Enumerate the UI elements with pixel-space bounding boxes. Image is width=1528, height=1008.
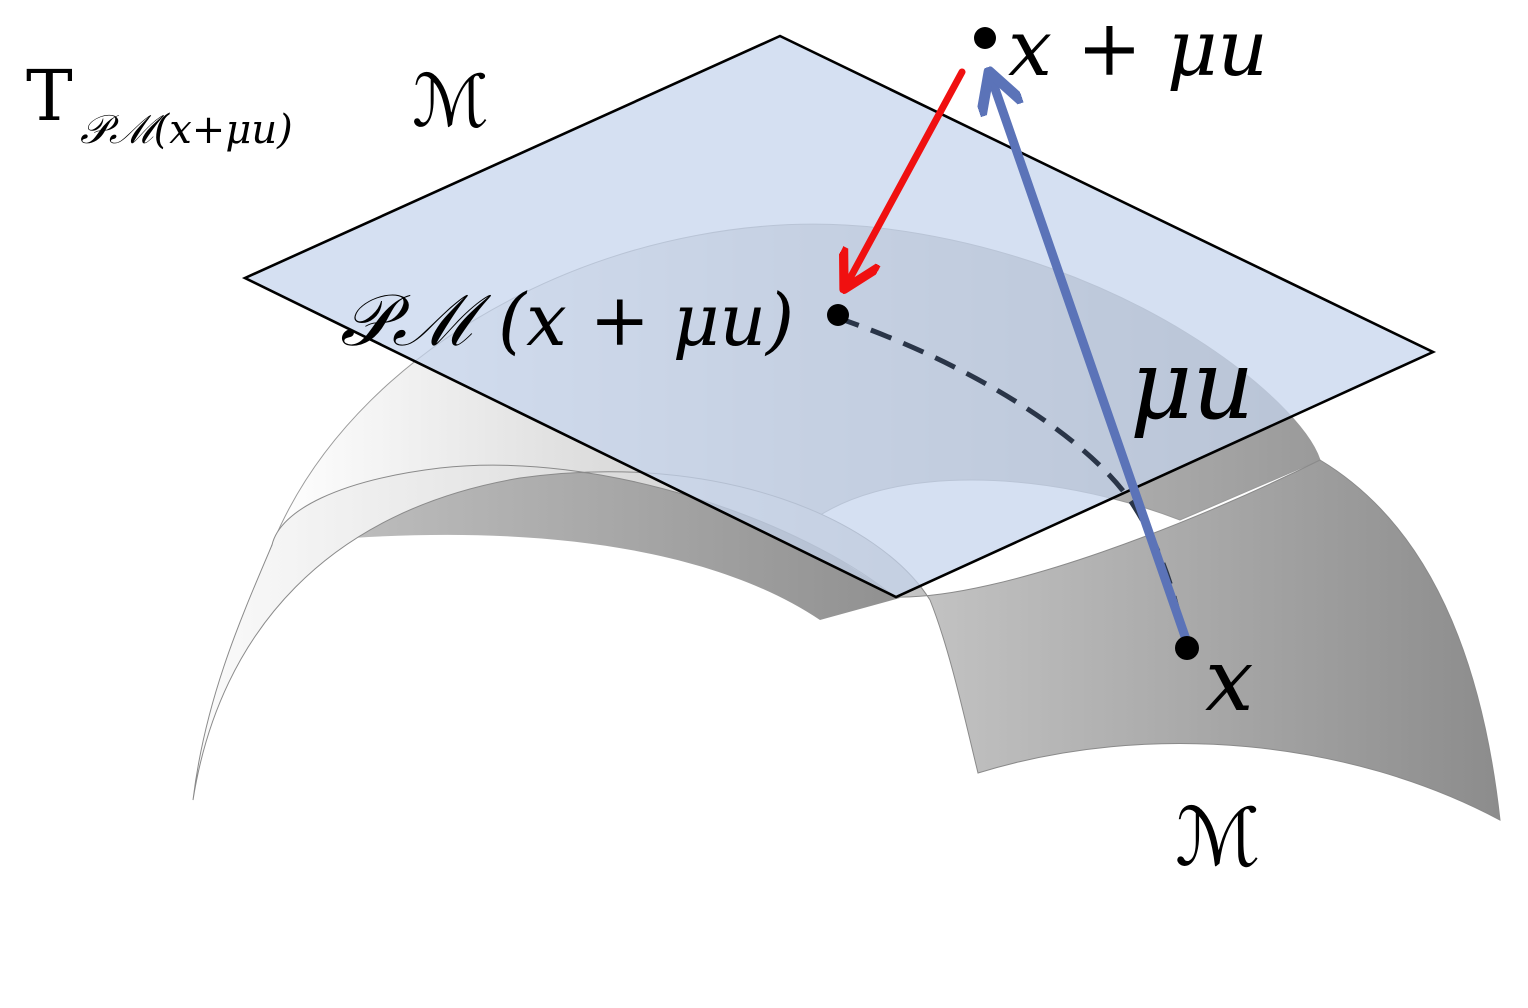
projection-argument: (x + μu) — [498, 278, 794, 362]
point-projection[interactable] — [827, 304, 849, 326]
tangent-space-label: T 𝒫ℳ(x+μu) ℳ — [26, 55, 489, 153]
point-x-plus-mu-u-label: x + μu — [1008, 4, 1268, 94]
point-x[interactable] — [1175, 636, 1199, 660]
point-x-plus-mu-u[interactable] — [974, 27, 996, 49]
tangent-space-subscript: 𝒫ℳ(x+μu) — [80, 107, 293, 153]
geodesic-curve — [837, 315, 1188, 646]
projection-operator: 𝒫ℳ — [340, 278, 492, 362]
tangent-space-symbol: T — [26, 55, 73, 137]
point-x-label: x — [1205, 631, 1254, 731]
projection-label: 𝒫ℳ (x + μu) — [340, 278, 794, 362]
step-vector-arrow[interactable] — [992, 80, 1193, 650]
manifold-label: ℳ — [1175, 791, 1261, 884]
tangent-space-manifold-symbol: ℳ — [412, 59, 489, 143]
projection-arrow[interactable] — [848, 68, 966, 282]
step-vector-label: μu — [1130, 329, 1254, 441]
